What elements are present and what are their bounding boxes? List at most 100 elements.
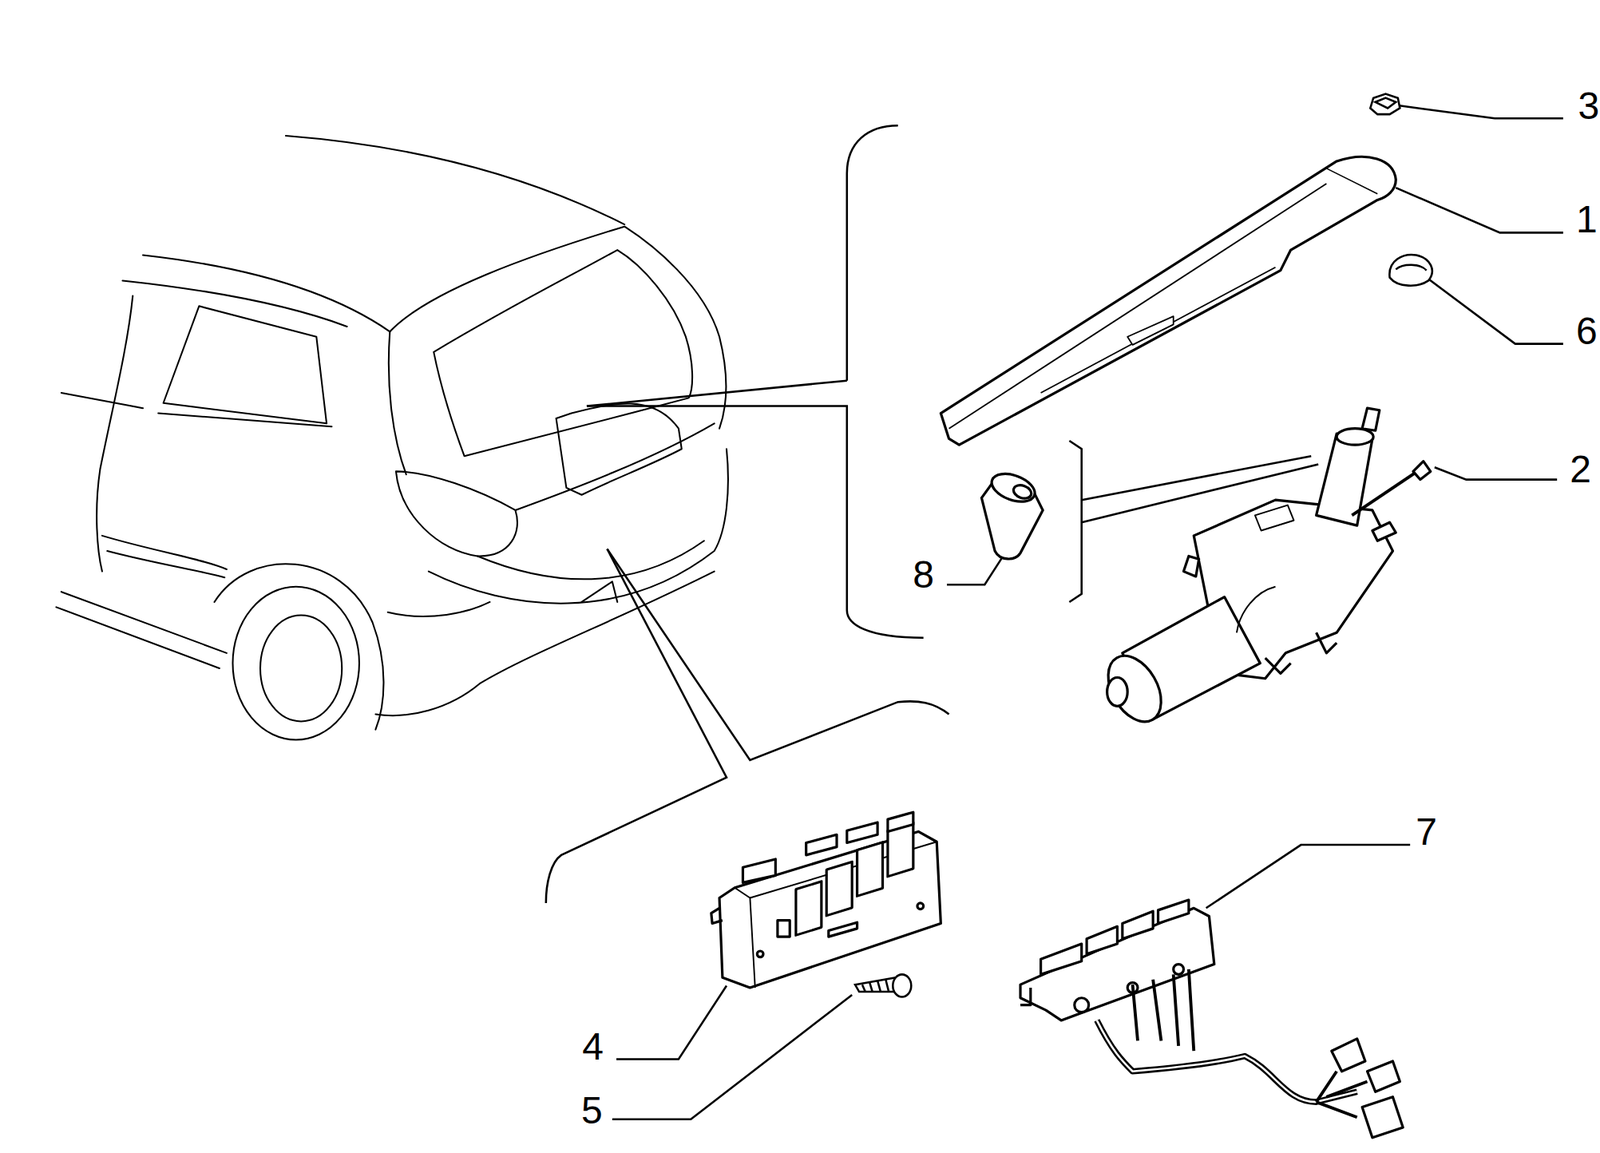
callout-number: 4	[582, 1027, 604, 1066]
wiper-arm	[1127, 316, 1174, 345]
car-outline	[582, 581, 618, 602]
switch-panel	[777, 920, 790, 937]
callout-bracket	[586, 406, 924, 638]
leader-line	[1434, 467, 1557, 480]
car-outline	[233, 586, 360, 741]
wiper-motor	[1413, 461, 1431, 480]
wiper-motor	[1097, 646, 1172, 732]
switch-panel	[826, 861, 852, 915]
switch-panel	[711, 811, 942, 988]
switch-panel	[734, 887, 756, 988]
callout-number: 8	[912, 555, 935, 595]
car-outline	[433, 249, 693, 456]
switch-panel	[806, 834, 837, 856]
wiper-motor	[1336, 428, 1374, 445]
wiper-motor	[1107, 677, 1129, 707]
leader-line	[1387, 103, 1564, 119]
car-outline	[55, 606, 219, 669]
callout-number: 1	[1576, 200, 1598, 239]
car-outline	[55, 135, 728, 741]
wiper-arm	[940, 156, 1396, 445]
screw	[862, 979, 889, 992]
car-outline	[477, 540, 705, 579]
bushing	[981, 468, 1043, 559]
grommet	[1389, 254, 1432, 286]
car-outline	[158, 413, 332, 428]
callout-number: 6	[1576, 312, 1598, 351]
callout-number: 5	[581, 1091, 603, 1130]
switch-harness	[1158, 899, 1189, 923]
car-outline	[122, 280, 347, 327]
switch-panel	[857, 842, 884, 896]
wiper-motor	[1316, 433, 1373, 526]
wiper-motor	[1351, 467, 1423, 515]
nut-cap	[1375, 98, 1397, 109]
wiper-motor	[1183, 555, 1199, 577]
switch-panel	[796, 881, 822, 935]
screw	[855, 974, 911, 997]
car-outline	[61, 392, 143, 408]
switch-harness	[1366, 1061, 1400, 1092]
callout-bracket	[1069, 440, 1082, 602]
wiper-motor	[1265, 657, 1292, 674]
switch-harness	[1316, 1071, 1368, 1118]
wiper-motor	[1362, 407, 1380, 431]
car-outline	[396, 471, 518, 556]
car-outline	[285, 135, 625, 225]
wiper-motor	[1236, 586, 1276, 634]
switch-harness	[1086, 926, 1117, 955]
switch-harness	[1020, 907, 1215, 1021]
callout-bracket	[606, 548, 949, 761]
wiper-motor	[1372, 522, 1396, 541]
leader-line	[1395, 187, 1564, 233]
callout-bracket	[586, 380, 848, 407]
switch-panel	[756, 950, 764, 958]
car-outline	[388, 601, 491, 617]
callout-bracket	[546, 548, 727, 903]
leader-line	[612, 994, 852, 1120]
switch-panel	[887, 811, 914, 832]
screw	[855, 977, 899, 992]
nut-cap	[1370, 94, 1400, 115]
wiper-motor	[1316, 632, 1338, 654]
car-outline	[514, 423, 714, 511]
wiper-arm	[949, 183, 1327, 429]
leader-line	[616, 985, 727, 1059]
callout-number: 2	[1569, 450, 1592, 489]
wiper-arm	[1326, 168, 1378, 195]
switch-harness	[1020, 899, 1403, 1138]
switch-panel	[917, 902, 924, 910]
car-outline	[556, 403, 682, 495]
switch-panel	[742, 859, 776, 883]
leader-line	[612, 103, 1564, 1119]
callout-bracket	[847, 125, 899, 381]
car-outline	[96, 296, 133, 572]
callout-number: 7	[1415, 812, 1438, 852]
bushing	[987, 468, 1038, 507]
car-outline	[61, 591, 227, 654]
switch-harness	[1132, 969, 1195, 1051]
switch-panel	[847, 822, 878, 844]
switch-panel	[711, 907, 723, 923]
grommet	[1389, 254, 1432, 286]
car-outline	[428, 448, 729, 603]
leader-line	[946, 553, 1006, 586]
callout-number: 3	[1578, 87, 1600, 126]
switch-harness	[1362, 1097, 1403, 1138]
switch-harness	[1173, 964, 1185, 975]
switch-panel	[828, 922, 858, 937]
wiper-arm	[1041, 267, 1276, 393]
wiper-motor	[1097, 407, 1430, 731]
switch-harness	[1331, 1038, 1366, 1072]
car-outline	[375, 571, 714, 717]
car-outline	[260, 615, 342, 722]
car-outline	[388, 331, 407, 475]
leader-line	[1206, 844, 1411, 908]
wiper-arm	[940, 156, 1396, 445]
grommet	[1395, 265, 1426, 271]
wiper-motor	[1255, 505, 1295, 531]
bushing	[1011, 483, 1034, 501]
car-outline	[142, 254, 390, 332]
leader-line	[1426, 277, 1564, 345]
